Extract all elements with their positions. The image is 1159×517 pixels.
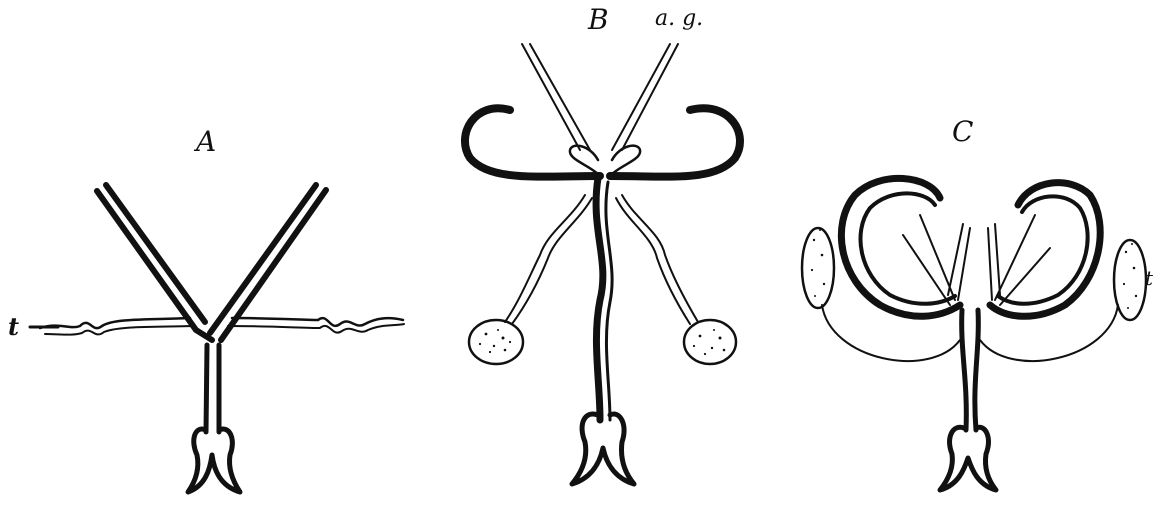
label-b: B <box>588 3 609 36</box>
diagram-a-left-tube <box>38 316 192 330</box>
diagram-b-left-testis <box>467 318 525 366</box>
diagram-b-left-duct <box>504 194 593 325</box>
diagram-c-stem <box>959 307 981 433</box>
diagram-b-central-duct-inner <box>604 180 614 422</box>
diagram-b-testis-stipple <box>478 329 726 356</box>
diagram-c <box>800 174 1148 493</box>
diagram-a-left-arm <box>94 182 215 343</box>
label-t-left: t <box>8 312 20 341</box>
diagram-b-right-horn <box>606 104 744 181</box>
diagram-b-right-gland <box>611 43 679 151</box>
diagram-c-left-tubules <box>902 214 971 306</box>
diagram-c-right-duct <box>979 304 1119 362</box>
diagram-c-left-loop <box>837 174 964 320</box>
diagram-c-testis-stipple <box>810 229 1138 309</box>
diagram-a-stem <box>203 342 222 435</box>
diagram-a-claw <box>185 426 243 495</box>
diagram-a-left-tube-inner <box>44 325 194 336</box>
label-t-right: t <box>1145 266 1154 290</box>
diagram-b-right-duct <box>615 194 699 325</box>
diagram-c-left-testis <box>800 226 836 310</box>
diagram-a-right-arm <box>207 182 329 343</box>
diagram-a <box>28 182 405 495</box>
diagram-a-right-tube-inner <box>227 323 405 334</box>
diagram-b-center-bulb-right <box>608 144 642 178</box>
diagram-c-right-tubules <box>987 214 1051 306</box>
label-a: A <box>196 125 217 158</box>
diagram-c-right-testis <box>1112 238 1148 322</box>
diagram-b-right-testis <box>682 318 738 366</box>
diagram-c-left-duct <box>821 304 961 362</box>
label-accessory-gland: a. g. <box>655 6 704 31</box>
diagram-c-right-loop-inner <box>996 194 1090 306</box>
diagram-c-left-loop-inner <box>858 191 957 306</box>
diagram-b-left-gland <box>521 43 591 151</box>
diagram-b-central-duct <box>592 174 607 424</box>
diagram-c-claw <box>937 424 999 493</box>
diagram-b <box>461 43 744 487</box>
label-c: C <box>952 115 974 148</box>
diagram-a-right-tube <box>230 316 405 328</box>
diagram-b-claw <box>569 411 637 487</box>
diagram-b-left-horn <box>461 104 604 181</box>
diagram-b-center-bulb-left <box>568 144 602 178</box>
diagram-c-right-loop <box>986 179 1104 320</box>
